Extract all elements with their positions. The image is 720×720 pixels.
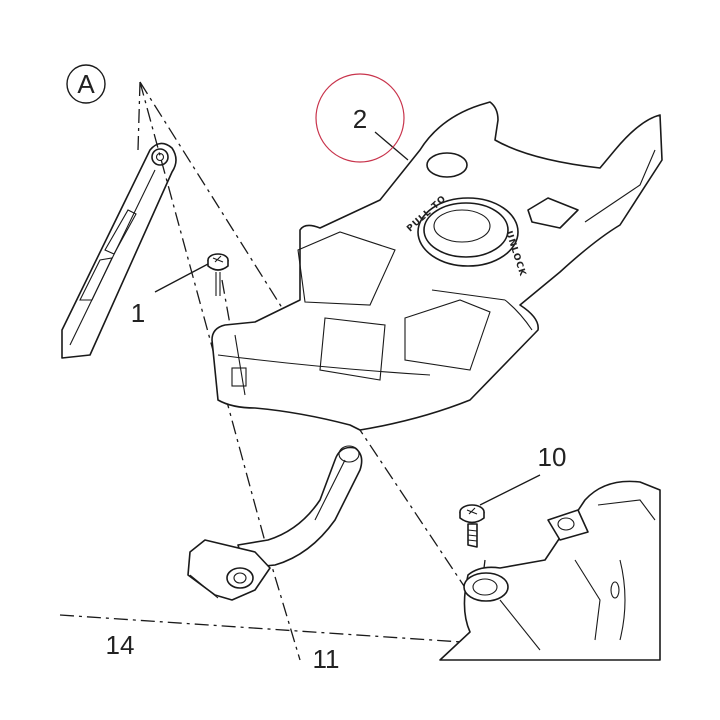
main-cover-part: PULL TO UNLOCK xyxy=(211,101,663,431)
part-label-11: 11 xyxy=(313,644,340,674)
highlight-circle xyxy=(315,73,405,163)
lower-support-bracket xyxy=(187,445,363,601)
right-frame-casting xyxy=(439,480,661,661)
part-label-2: 2 xyxy=(353,104,367,134)
part-label-10: 10 xyxy=(538,442,567,472)
screw-part-10 xyxy=(459,504,485,548)
part-label-14: 14 xyxy=(106,630,135,660)
view-a-callout: A xyxy=(66,64,106,104)
screw-part-1 xyxy=(207,253,229,296)
left-bracket-arm xyxy=(61,142,177,359)
leader-lines xyxy=(154,131,541,506)
part-label-1: 1 xyxy=(131,298,145,328)
view-a-label: A xyxy=(77,69,95,99)
